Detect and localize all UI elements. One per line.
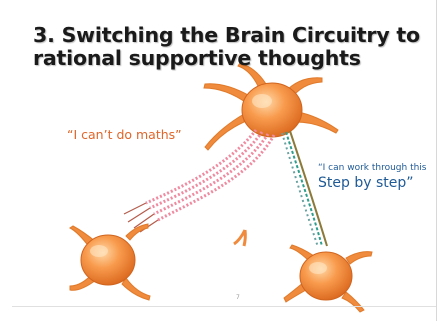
slide-border-bottom [12,306,436,307]
slide-title: 3. Switching the Brain Circuitry to rati… [33,24,433,70]
title-line-1: 3. Switching the Brain Circuitry to [33,24,433,47]
top-neuron [204,63,338,150]
slide-border-right [436,0,437,321]
title-line-2: rational supportive thoughts [33,47,433,70]
bottom-right-neuron [284,245,372,312]
dendrite-stub [234,230,245,246]
bottom-left-neuron [70,224,150,300]
negative-thought-label: “I can’t do maths” [67,127,182,142]
positive-thought-line-2: Step by step” [318,174,427,192]
positive-thought-label: “I can work through this Step by step” [318,163,427,192]
page-number: 7 [236,294,240,301]
positive-thought-line-1: “I can work through this [318,163,427,174]
